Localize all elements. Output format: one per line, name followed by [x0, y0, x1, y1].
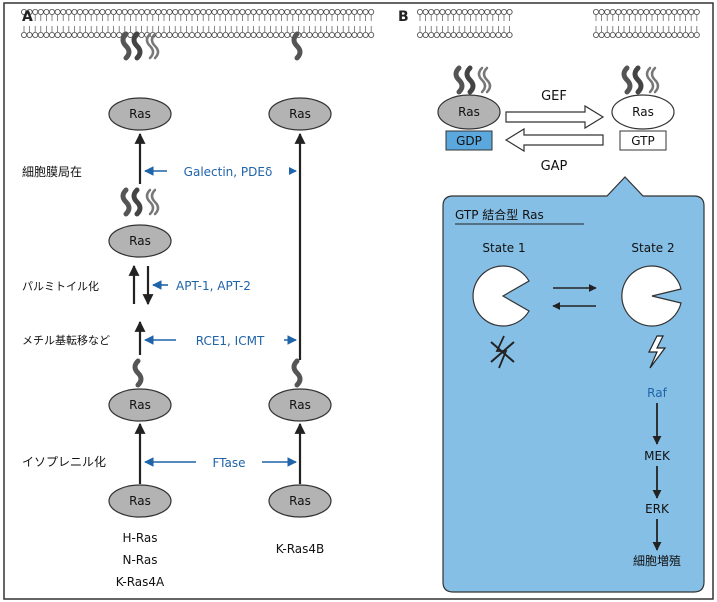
ras-left-3: Ras	[109, 389, 171, 421]
gtp-label: GTP	[631, 134, 654, 148]
gap-label: GAP	[541, 159, 568, 174]
ras-gdp-bound: Ras	[438, 95, 500, 129]
ras-gtp-bound: Ras	[612, 95, 674, 129]
svg-text:Ras: Ras	[289, 494, 311, 508]
panel-label-b: B	[398, 9, 409, 25]
ras-right-3: Ras	[269, 485, 331, 517]
step-localization: 細胞膜局在	[22, 165, 82, 179]
isoform-k-ras4a: K-Ras4A	[116, 575, 165, 589]
cascade-erk: ERK	[645, 502, 670, 516]
enzyme-localization: Galectin, PDEδ	[184, 165, 273, 179]
enzyme-palmitoylation: APT-1, APT-2	[176, 279, 251, 293]
ras-left-1: Ras	[109, 98, 171, 130]
svg-text:Ras: Ras	[129, 398, 151, 412]
enzyme-prenylation: FTase	[212, 456, 245, 470]
svg-text:Ras: Ras	[129, 494, 151, 508]
isoform-n-ras: N-Ras	[123, 553, 158, 567]
cascade-mek: MEK	[644, 449, 671, 463]
step-methylation: メチル基転移など	[22, 334, 110, 347]
ras-right-1: Ras	[269, 98, 331, 130]
svg-text:Ras: Ras	[632, 105, 654, 119]
state1-label: State 1	[482, 241, 525, 255]
svg-text:Ras: Ras	[129, 234, 151, 248]
state2-label: State 2	[631, 241, 674, 255]
svg-text:Ras: Ras	[129, 107, 151, 121]
cascade-raf: Raf	[647, 386, 667, 400]
panel-label-a: A	[22, 9, 33, 25]
svg-text:Ras: Ras	[458, 105, 480, 119]
gef-label: GEF	[541, 89, 567, 104]
gdp-label: GDP	[456, 134, 482, 148]
callout-title: GTP 結合型 Ras	[455, 207, 544, 222]
cascade-proliferation: 細胞増殖	[633, 553, 681, 568]
step-prenylation: イソプレニル化	[22, 455, 106, 469]
enzyme-methylation: RCE1, ICMT	[196, 334, 265, 348]
svg-text:Ras: Ras	[289, 398, 311, 412]
svg-text:Ras: Ras	[289, 107, 311, 121]
gtp-ras-callout	[443, 177, 704, 592]
isoform-k-ras4b: K-Ras4B	[276, 542, 325, 556]
step-palmitoylation: パルミトイル化	[22, 279, 99, 293]
ras-left-2: Ras	[109, 225, 171, 257]
ras-right-2: Ras	[269, 389, 331, 421]
ras-left-4: Ras	[109, 485, 171, 517]
isoform-h-ras: H-Ras	[122, 531, 157, 545]
